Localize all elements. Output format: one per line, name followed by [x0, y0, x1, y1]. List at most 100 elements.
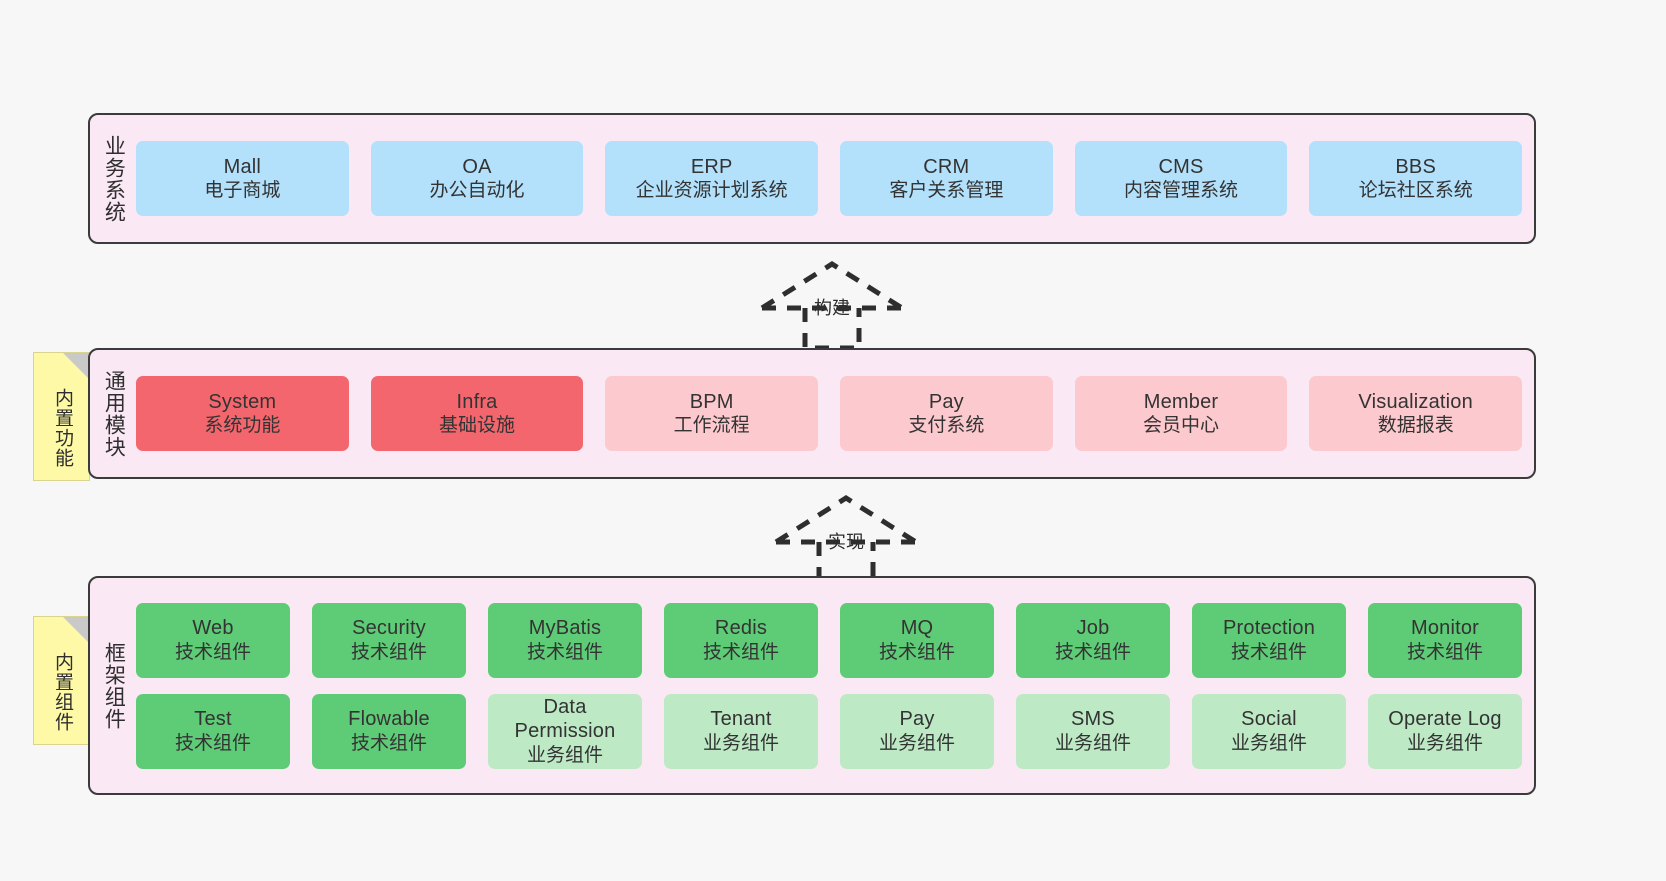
card-security-subtitle: 技术组件	[350, 641, 427, 663]
note-builtin-components: 内置组件	[33, 616, 90, 745]
card-protection[interactable]: Protection 技术组件	[1192, 602, 1346, 678]
card-bbs-title: BBS	[1395, 155, 1436, 178]
layer-business-systems-body: Mall 电子商城 OA 办公自动化 ERP 企业资源计划系统 CRM 客户关系…	[136, 115, 1534, 242]
card-test-subtitle: 技术组件	[174, 732, 251, 754]
card-infra[interactable]: Infra 基础设施	[370, 376, 584, 451]
card-member-title: Member	[1143, 390, 1219, 413]
card-flowable-subtitle: 技术组件	[350, 732, 427, 754]
card-member[interactable]: Member 会员中心	[1074, 376, 1288, 451]
card-protection-subtitle: 技术组件	[1230, 641, 1307, 663]
arrow-build-head	[760, 261, 904, 311]
card-social[interactable]: Social 业务组件	[1192, 693, 1346, 769]
card-test-title: Test	[194, 708, 232, 731]
card-visualization-subtitle: 数据报表	[1377, 415, 1454, 437]
card-mall-subtitle: 电子商城	[204, 180, 281, 202]
card-social-title: Social	[1241, 708, 1297, 731]
card-erp-subtitle: 企业资源计划系统	[635, 180, 788, 202]
card-pay-module-subtitle: 支付系统	[908, 415, 985, 437]
note-builtin-features-text: 内置功能	[51, 387, 73, 468]
card-infra-title: Infra	[456, 390, 498, 413]
card-pay-component-subtitle: 业务组件	[878, 732, 955, 754]
card-visualization[interactable]: Visualization 数据报表	[1309, 376, 1523, 451]
arrow-build: 构建	[757, 258, 907, 351]
card-sms[interactable]: SMS 业务组件	[1016, 693, 1170, 769]
card-mall-title: Mall	[223, 155, 262, 178]
card-mybatis-subtitle: 技术组件	[526, 641, 603, 663]
note-fold-corner-icon	[63, 617, 89, 643]
card-pay-module-title: Pay	[928, 390, 964, 413]
card-erp[interactable]: ERP 企业资源计划系统	[605, 141, 819, 216]
card-bpm-subtitle: 工作流程	[673, 415, 750, 437]
card-mall[interactable]: Mall 电子商城	[136, 141, 349, 216]
arrow-implement-head	[774, 495, 918, 545]
card-oa-subtitle: 办公自动化	[429, 180, 525, 202]
card-flowable[interactable]: Flowable 技术组件	[312, 693, 466, 769]
card-operate-log[interactable]: Operate Log 业务组件	[1368, 693, 1522, 769]
card-web-title: Web	[192, 617, 234, 640]
card-redis-title: Redis	[714, 617, 768, 640]
card-bbs[interactable]: BBS 论坛社区系统	[1309, 141, 1523, 216]
card-data-permission-title: Data Permission	[514, 696, 616, 743]
arrow-implement: 实现	[771, 492, 921, 585]
arrow-build-label: 构建	[814, 298, 850, 318]
card-security[interactable]: Security 技术组件	[312, 602, 466, 678]
framework-tech-components-row: Web 技术组件 Security 技术组件 MyBatis 技术组件 Redi…	[136, 602, 1522, 678]
layer-framework-components-title: 框架组件	[102, 641, 126, 730]
card-mybatis[interactable]: MyBatis 技术组件	[488, 602, 642, 678]
card-sms-subtitle: 业务组件	[1054, 732, 1131, 754]
arrow-build-stem	[802, 308, 862, 351]
card-bpm[interactable]: BPM 工作流程	[605, 376, 819, 451]
business-systems-row: Mall 电子商城 OA 办公自动化 ERP 企业资源计划系统 CRM 客户关系…	[136, 141, 1523, 216]
layer-business-systems-title: 业务系统	[102, 134, 126, 223]
card-flowable-title: Flowable	[348, 708, 430, 731]
card-job[interactable]: Job 技术组件	[1016, 602, 1170, 678]
card-operate-log-title: Operate Log	[1388, 708, 1502, 731]
card-web-subtitle: 技术组件	[174, 641, 251, 663]
card-mq-title: MQ	[900, 617, 934, 640]
card-infra-subtitle: 基础设施	[439, 415, 516, 437]
card-web[interactable]: Web 技术组件	[136, 602, 290, 678]
card-data-permission[interactable]: Data Permission 业务组件	[488, 693, 642, 769]
card-sms-title: SMS	[1071, 708, 1115, 731]
card-redis-subtitle: 技术组件	[702, 641, 779, 663]
card-redis[interactable]: Redis 技术组件	[664, 602, 818, 678]
card-mq-subtitle: 技术组件	[878, 641, 955, 663]
card-job-title: Job	[1076, 617, 1110, 640]
card-crm-subtitle: 客户关系管理	[889, 180, 1004, 202]
card-cms-title: CMS	[1158, 155, 1204, 178]
card-oa[interactable]: OA 办公自动化	[370, 141, 584, 216]
card-tenant-title: Tenant	[710, 708, 772, 731]
card-cms-subtitle: 内容管理系统	[1124, 180, 1239, 202]
card-pay-component[interactable]: Pay 业务组件	[840, 693, 994, 769]
card-social-subtitle: 业务组件	[1230, 732, 1307, 754]
arrow-implement-label: 实现	[828, 532, 864, 552]
card-visualization-title: Visualization	[1358, 390, 1473, 413]
common-modules-row: System 系统功能 Infra 基础设施 BPM 工作流程 Pay 支付系统…	[136, 376, 1523, 451]
note-builtin-components-text: 内置组件	[51, 651, 73, 732]
card-oa-title: OA	[462, 155, 492, 178]
card-monitor[interactable]: Monitor 技术组件	[1368, 602, 1522, 678]
card-crm[interactable]: CRM 客户关系管理	[840, 141, 1053, 216]
card-tenant-subtitle: 业务组件	[702, 732, 779, 754]
note-fold-corner-icon	[63, 353, 89, 379]
card-pay-module[interactable]: Pay 支付系统	[840, 376, 1053, 451]
card-mq[interactable]: MQ 技术组件	[840, 602, 994, 678]
card-test[interactable]: Test 技术组件	[136, 693, 290, 769]
card-crm-title: CRM	[923, 155, 970, 178]
card-member-subtitle: 会员中心	[1143, 415, 1220, 437]
card-bpm-title: BPM	[689, 390, 734, 413]
card-job-subtitle: 技术组件	[1054, 641, 1131, 663]
card-pay-component-title: Pay	[899, 708, 935, 731]
card-data-permission-subtitle: 业务组件	[526, 744, 603, 766]
layer-common-modules: 通用模块 System 系统功能 Infra 基础设施 BPM 工作流程 Pay	[88, 348, 1536, 479]
layer-common-modules-title: 通用模块	[102, 369, 126, 458]
card-tenant[interactable]: Tenant 业务组件	[664, 693, 818, 769]
card-system[interactable]: System 系统功能	[136, 376, 349, 451]
layer-framework-components: 框架组件 Web 技术组件 Security 技术组件 MyBatis 技术组件…	[88, 576, 1536, 795]
card-bbs-subtitle: 论坛社区系统	[1358, 180, 1473, 202]
card-monitor-subtitle: 技术组件	[1406, 641, 1483, 663]
card-operate-log-subtitle: 业务组件	[1406, 732, 1483, 754]
card-cms[interactable]: CMS 内容管理系统	[1074, 141, 1288, 216]
card-erp-title: ERP	[690, 155, 733, 178]
